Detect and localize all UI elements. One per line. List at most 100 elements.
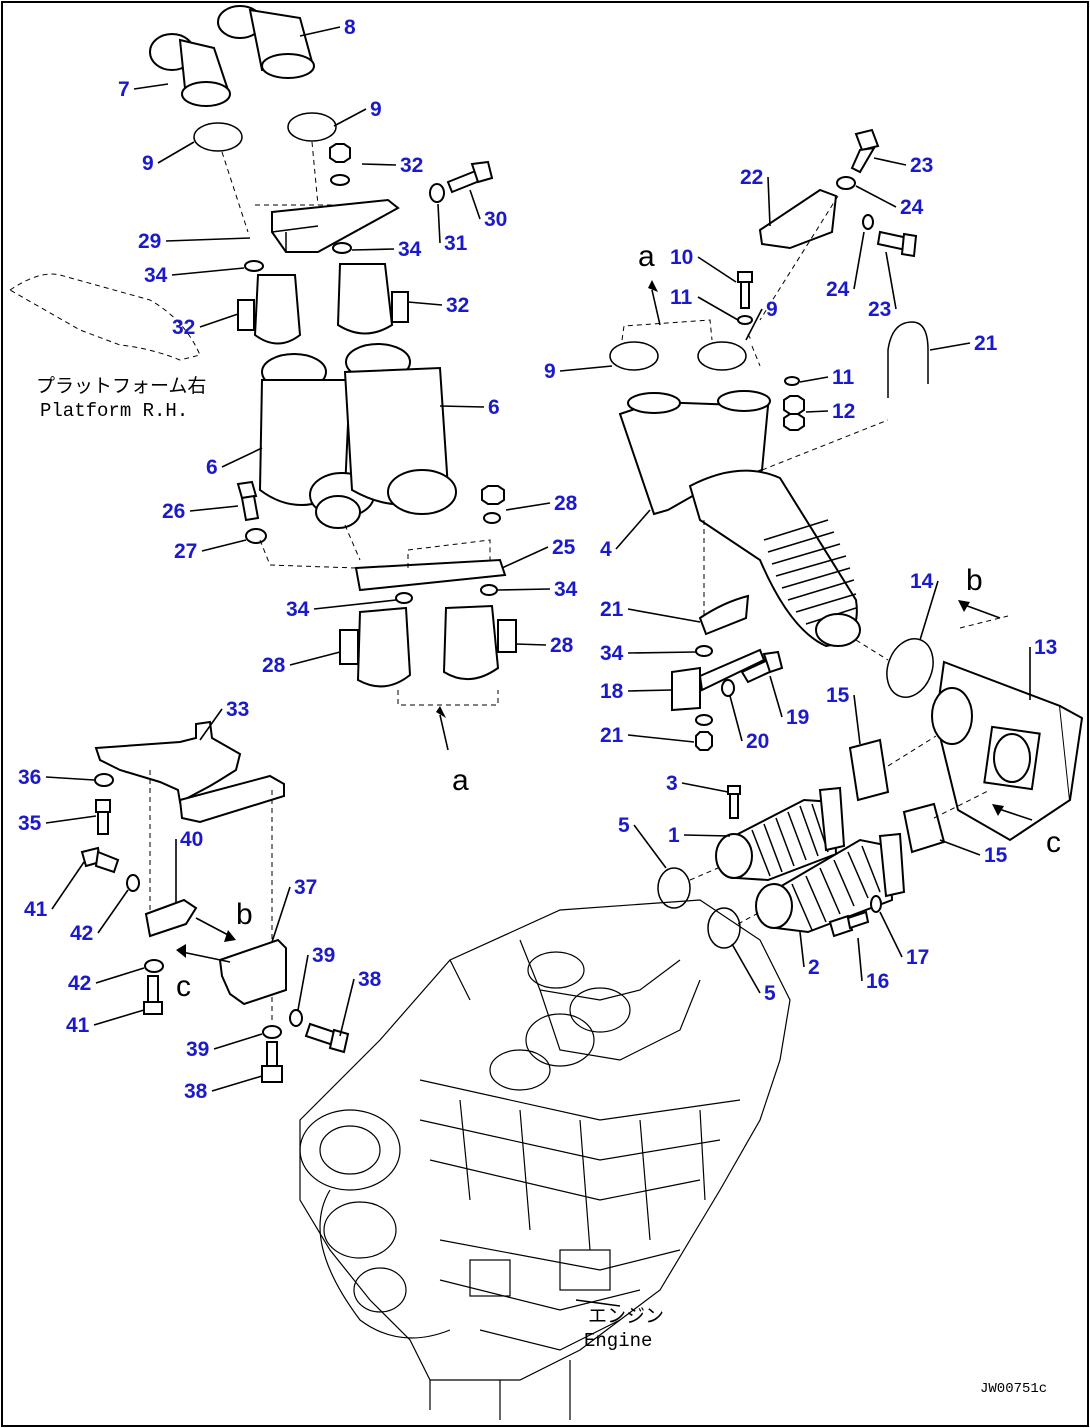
callout-41: 41 xyxy=(66,1014,90,1037)
callout-leader-23 xyxy=(873,157,907,166)
callout-10: 10 xyxy=(670,246,693,269)
view-a-bottom-arrow xyxy=(439,714,449,751)
washer-27 xyxy=(245,528,267,544)
washer-11-lower xyxy=(784,376,800,386)
callout-33: 33 xyxy=(226,698,249,721)
view-c-arrow xyxy=(995,807,1033,821)
callout-7: 7 xyxy=(118,78,130,101)
callout-39: 39 xyxy=(186,1038,209,1061)
elbow-box-13 xyxy=(931,660,1084,842)
clamp-14 xyxy=(886,638,934,698)
clamp-5-lower xyxy=(707,907,741,949)
callout-9: 9 xyxy=(370,98,382,121)
dash-15 xyxy=(887,735,991,819)
callout-34: 34 xyxy=(600,642,624,665)
band-clamp-32-right xyxy=(336,263,409,335)
callout-leader-33 xyxy=(199,708,223,741)
callout-leader-38 xyxy=(211,1075,263,1092)
view-letter-a-bottom: a xyxy=(452,764,469,797)
callout-leader-7 xyxy=(133,83,169,90)
callout-40: 40 xyxy=(180,828,203,851)
callout-5: 5 xyxy=(764,982,776,1005)
view-letter-b-right: b xyxy=(966,564,983,597)
callout-leader-41 xyxy=(51,861,85,910)
callout-leader-39 xyxy=(213,1033,263,1050)
callout-9: 9 xyxy=(544,360,556,383)
band-clamp-28-right xyxy=(442,604,517,680)
callout-leader-24 xyxy=(855,185,897,208)
callout-leader-10 xyxy=(697,256,737,283)
callout-leader-26 xyxy=(189,505,239,512)
bolt-38-right xyxy=(304,1022,350,1054)
callout-leader-20 xyxy=(729,695,743,742)
callout-24: 24 xyxy=(826,278,850,301)
platform-outline xyxy=(9,273,201,361)
engine-leader xyxy=(575,1299,621,1307)
callout-leader-34 xyxy=(313,599,397,610)
callout-leader-34 xyxy=(171,267,245,276)
callout-41: 41 xyxy=(24,898,48,921)
bracket-25 xyxy=(354,558,507,592)
callout-leader-35 xyxy=(45,815,97,824)
band-clamp-28-left xyxy=(339,606,412,688)
callout-35: 35 xyxy=(18,812,42,835)
callout-leader-22 xyxy=(767,176,771,227)
callout-leader-28 xyxy=(515,643,547,646)
washer-34-mid-left xyxy=(395,592,413,604)
callout-leader-15 xyxy=(939,839,981,856)
platform-caption-jp: プラットフォーム右 xyxy=(36,375,206,398)
callout-9: 9 xyxy=(766,298,778,321)
callout-38: 38 xyxy=(358,968,382,991)
callout-20: 20 xyxy=(746,730,769,753)
callout-34: 34 xyxy=(286,598,310,621)
callout-29: 29 xyxy=(138,230,161,253)
clamp-9-right-b xyxy=(697,341,747,371)
callout-4: 4 xyxy=(600,538,612,561)
callout-34: 34 xyxy=(144,264,168,287)
callout-30: 30 xyxy=(484,208,507,231)
view-letter-c-left: c xyxy=(176,970,191,1003)
callout-23: 23 xyxy=(868,298,891,321)
clamp-5-upper xyxy=(657,867,691,909)
callout-leader-32 xyxy=(407,301,443,306)
washer-11-upper xyxy=(737,315,753,325)
callout-6: 6 xyxy=(488,396,500,419)
callout-26: 26 xyxy=(162,500,185,523)
callout-38: 38 xyxy=(184,1080,208,1103)
elbow-pipe-8 xyxy=(217,5,315,79)
callout-leader-21 xyxy=(929,342,971,351)
engine-block xyxy=(299,899,791,1420)
callout-14: 14 xyxy=(910,570,934,593)
callout-leader-28 xyxy=(289,651,341,666)
callout-leader-17 xyxy=(879,911,903,958)
washer-42-lower xyxy=(144,959,164,973)
callout-leader-21 xyxy=(627,608,701,623)
callout-32: 32 xyxy=(446,294,469,317)
view-b-arrow xyxy=(961,603,1001,619)
washer-31 xyxy=(429,183,445,203)
callout-28: 28 xyxy=(262,654,286,677)
callout-leader-29 xyxy=(165,237,251,242)
callout-42: 42 xyxy=(68,972,91,995)
clamp-9-right xyxy=(287,112,337,142)
callout-leader-37 xyxy=(271,886,291,943)
callout-leader-11 xyxy=(697,296,739,321)
bolt-35 xyxy=(95,799,111,835)
bracket-18 xyxy=(671,648,766,712)
platform-caption-en: Platform R.H. xyxy=(40,400,188,422)
washer-36 xyxy=(94,773,114,787)
callout-12: 12 xyxy=(832,400,855,423)
callout-13: 13 xyxy=(1034,636,1057,659)
view-c-left-arrow xyxy=(181,951,231,963)
duct-4 xyxy=(618,390,861,648)
callout-leader-21 xyxy=(627,734,695,743)
washer-34-mid-right xyxy=(480,584,498,596)
callout-21: 21 xyxy=(600,598,624,621)
callout-leader-34 xyxy=(627,651,697,654)
clamp-9-left xyxy=(193,122,243,152)
callout-17: 17 xyxy=(906,946,929,969)
hose-2 xyxy=(755,832,906,934)
hose-1 xyxy=(715,786,846,882)
